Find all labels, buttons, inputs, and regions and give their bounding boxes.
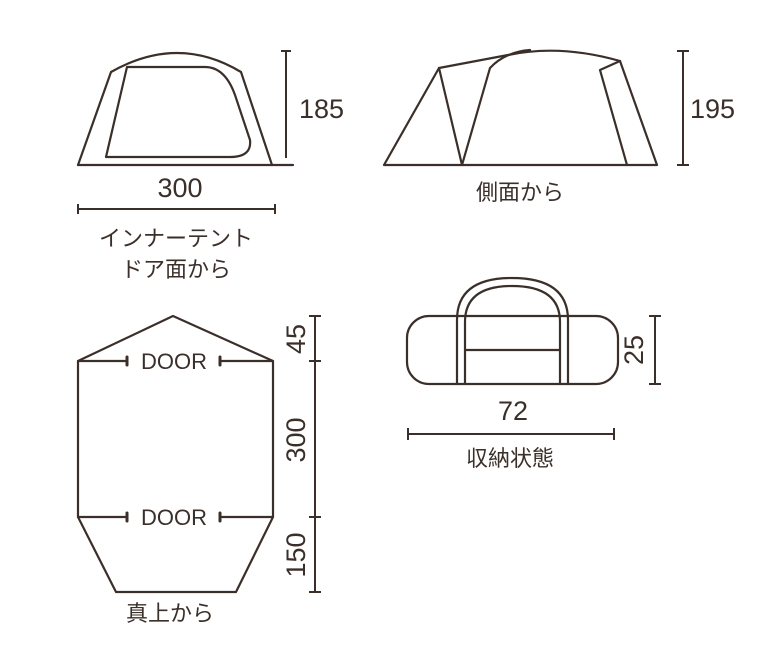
inner-tent-outline: [76, 51, 274, 167]
bag-body: [405, 314, 620, 386]
dim-rear-label: 150: [281, 532, 311, 577]
bag-handle-inner: [463, 284, 562, 386]
floor-outline: [76, 314, 275, 594]
bag-width-label: 72: [498, 396, 528, 426]
top-caption: 真上から: [126, 602, 214, 627]
top-view: DOOR DOOR 45 300 150 真上から: [76, 314, 321, 627]
front-caption-line2: ドア面から: [121, 258, 231, 283]
vestibule-pole: [437, 48, 532, 167]
side-caption: 側面から: [476, 181, 564, 206]
front-caption-line1: インナーテント: [99, 227, 253, 252]
front-view: 185 300 インナーテント ドア面から: [76, 50, 344, 283]
front-width-label: 300: [157, 173, 202, 203]
door-label-bottom: DOOR: [141, 505, 207, 530]
door-label-top: DOOR: [141, 349, 207, 374]
side-view: 195 側面から: [382, 48, 735, 206]
bag-handle-outer: [455, 276, 570, 386]
door-window: [104, 65, 252, 159]
packed-view: 25 72 収納状態: [405, 276, 661, 472]
dim-front-label: 45: [281, 324, 311, 354]
bag-height-label: 25: [619, 335, 649, 365]
packed-caption: 収納状態: [466, 447, 554, 472]
dim-body-label: 300: [281, 417, 311, 462]
front-height-label: 185: [299, 94, 344, 124]
side-outline: [382, 49, 659, 167]
side-height-label: 195: [690, 94, 735, 124]
rear-panel: [598, 59, 629, 167]
